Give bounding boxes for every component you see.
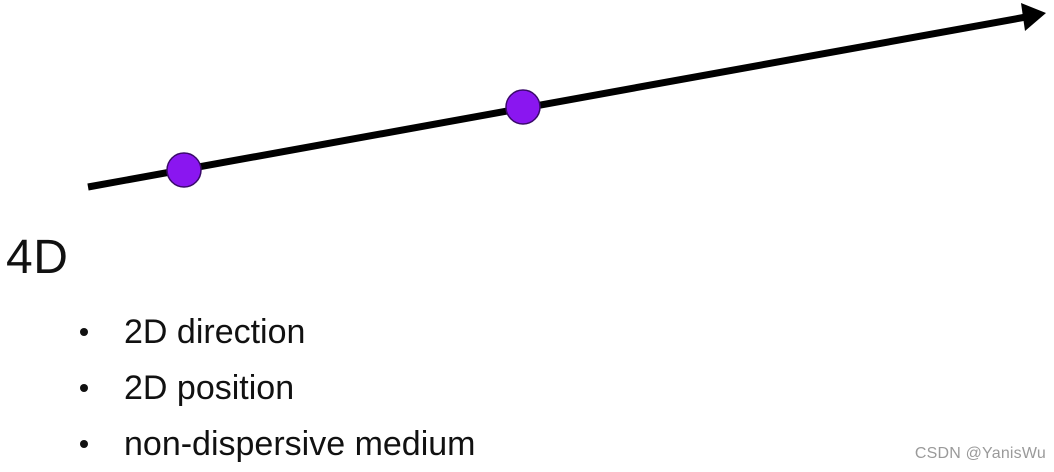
- list-item: 2D position: [78, 360, 476, 416]
- bullet-list: 2D direction 2D position non-dispersive …: [78, 304, 476, 472]
- ray-point-2: [505, 89, 541, 125]
- ray-line: [87, 13, 1027, 191]
- ray-point-1: [166, 152, 202, 188]
- bullet-text: 2D position: [124, 368, 295, 407]
- ray-arrowhead-icon: [1021, 3, 1046, 31]
- bullet-icon: [80, 328, 88, 336]
- bullet-text: 2D direction: [124, 312, 306, 351]
- dimension-heading: 4D: [6, 231, 69, 284]
- bullet-icon: [80, 384, 88, 392]
- watermark: CSDN @YanisWu: [914, 445, 1046, 462]
- bullet-icon: [80, 440, 88, 448]
- list-item: non-dispersive medium: [78, 416, 476, 472]
- list-item: 2D direction: [78, 304, 476, 360]
- bullet-text: non-dispersive medium: [124, 424, 476, 463]
